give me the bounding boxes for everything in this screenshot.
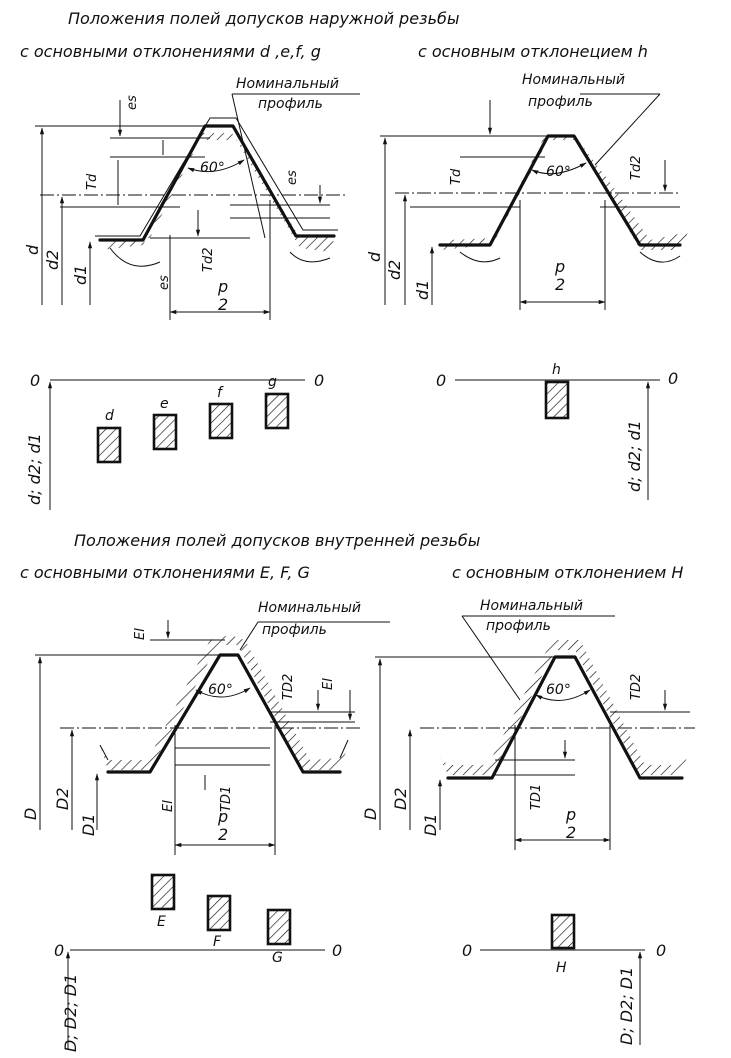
ext-field-label-e: e	[160, 396, 169, 412]
external-left-profile	[35, 93, 360, 320]
ext-right-d: d	[365, 251, 384, 262]
int-right-nominal-2: профиль	[486, 618, 551, 634]
int-right-TD1: TD1	[529, 784, 544, 810]
int-left-contour	[106, 653, 342, 774]
ext-left-es-bottom: es	[157, 275, 172, 290]
int-right-angle: 60°	[546, 682, 571, 698]
external-right-fields	[455, 379, 660, 500]
external-right-profile	[380, 93, 688, 310]
field-G	[266, 908, 292, 946]
ext-right-td: Td	[449, 168, 464, 185]
ext-right-p: p	[554, 257, 565, 276]
left-nominal-contour	[95, 117, 338, 237]
int-zero-right-a: 0	[462, 941, 472, 960]
int-field-label-F: F	[213, 934, 222, 950]
ext-field-label-g: g	[268, 374, 277, 390]
int-left-D: D	[21, 808, 40, 820]
int-left-nominal-2: профиль	[262, 622, 327, 638]
int-right-D: D	[361, 808, 380, 820]
ext-zero-right-a: 0	[436, 371, 446, 390]
ext-right-p-den: 2	[555, 275, 565, 294]
field-d	[96, 426, 122, 464]
ext-right-angle: 60°	[546, 164, 571, 180]
ext-left-es-right: es	[285, 170, 300, 185]
ext-right-d2: d2	[385, 260, 404, 280]
ext-left-td: Td	[85, 173, 100, 190]
int-field-label-G: G	[272, 950, 283, 966]
ext-left-td2: Td2	[201, 248, 216, 272]
field-E	[150, 873, 176, 911]
int-left-nominal-1: Номинальный	[258, 600, 361, 616]
ext-left-nominal-1: Номинальный	[236, 76, 339, 92]
ext-field-label-d: d	[105, 408, 114, 424]
ext-right-td2: Td2	[629, 156, 644, 180]
ext-left-d2: d2	[43, 250, 62, 270]
ext-left-d: d	[23, 244, 42, 255]
int-right-p: p	[565, 805, 576, 824]
ext-field-label-h: h	[552, 362, 561, 378]
ext-axis-label-left: d; d2; d1	[25, 433, 44, 505]
ext-zero-right-b: 0	[668, 369, 678, 388]
ext-left-angle: 60°	[200, 160, 225, 176]
external-right-caption: с основным отклонецием h	[418, 42, 648, 61]
int-field-label-E: E	[157, 914, 166, 930]
internal-right-caption: с основным отклонением H	[452, 563, 683, 582]
field-H	[550, 913, 576, 950]
int-axis-label-right: D; D2; D1	[617, 967, 636, 1045]
int-right-TD2: TD2	[629, 674, 644, 700]
int-right-D2: D2	[391, 788, 410, 811]
ext-left-p: p	[217, 277, 228, 296]
int-axis-label-left: D; D2; D1	[61, 974, 80, 1052]
int-zero-right-b: 0	[656, 941, 666, 960]
external-left-fields	[47, 379, 305, 510]
int-left-EI-bottom: EI	[161, 800, 176, 812]
external-left-caption: с основными отклонениями d ,e,f, g	[20, 42, 321, 61]
int-left-p-den: 2	[218, 825, 228, 844]
field-f	[208, 402, 234, 440]
int-left-EI-right: EI	[321, 678, 336, 690]
int-right-D1: D1	[421, 814, 440, 837]
ext-right-nominal-1: Номинальный	[522, 72, 625, 88]
field-e	[152, 413, 178, 451]
int-left-EI-top: EI	[133, 628, 148, 640]
int-left-D1: D1	[79, 814, 98, 837]
field-F	[206, 894, 232, 932]
int-zero-left-b: 0	[332, 941, 342, 960]
ext-axis-label-right: d; d2; d1	[625, 420, 644, 492]
internal-left-profile	[35, 620, 390, 855]
int-right-p-den: 2	[566, 823, 576, 842]
int-left-hatch	[100, 635, 348, 770]
ext-right-nominal-2: профиль	[528, 94, 593, 110]
ext-zero-left-b: 0	[314, 371, 324, 390]
ext-left-nominal-2: профиль	[258, 96, 323, 112]
int-right-nominal-1: Номинальный	[480, 598, 583, 614]
int-left-TD2: TD2	[281, 674, 296, 700]
int-field-label-H: H	[556, 960, 567, 976]
external-title: Положения полей допусков наружной резьбы	[68, 9, 460, 28]
int-left-p: p	[217, 807, 228, 826]
ext-left-d1: d1	[71, 265, 90, 285]
internal-right-profile	[375, 615, 695, 850]
ext-right-d1: d1	[413, 280, 432, 300]
right-thread-contour	[438, 134, 682, 247]
internal-left-fields	[65, 873, 325, 1050]
field-h	[544, 380, 570, 420]
int-left-D2: D2	[53, 788, 72, 811]
field-g	[264, 392, 290, 430]
internal-left-caption: с основными отклонениями E, F, G	[20, 563, 310, 582]
ext-left-p-den: 2	[218, 295, 228, 314]
ext-left-es-top: es	[125, 95, 140, 110]
internal-title: Положения полей допусков внутренней резь…	[74, 531, 480, 550]
left-thread-hatch	[100, 133, 335, 252]
int-right-hatch	[440, 640, 688, 775]
ext-zero-left-a: 0	[30, 371, 40, 390]
internal-right-fields	[480, 913, 645, 1045]
int-left-angle: 60°	[208, 682, 233, 698]
ext-field-label-f: f	[217, 385, 224, 401]
int-left-TD1: TD1	[219, 786, 234, 812]
int-zero-left-a: 0	[54, 941, 64, 960]
